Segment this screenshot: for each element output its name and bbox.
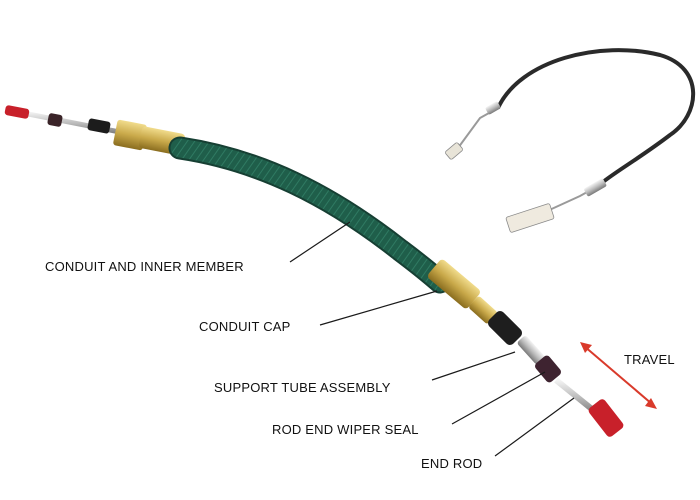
label-rod-end-wiper-seal: ROD END WIPER SEAL xyxy=(272,422,419,437)
left-boot xyxy=(87,118,111,134)
leader-end-rod xyxy=(494,397,575,457)
support-tube xyxy=(517,336,545,364)
travel-arrow xyxy=(580,342,657,409)
support-tube-boot xyxy=(487,310,523,346)
secondary-cable-left-fitting xyxy=(485,101,501,115)
secondary-cable xyxy=(445,48,696,233)
left-wiper-seal xyxy=(47,113,63,127)
label-conduit-and-inner-member: CONDUIT AND INNER MEMBER xyxy=(45,259,244,274)
label-travel: TRAVEL xyxy=(624,352,675,367)
label-support-tube-assembly: SUPPORT TUBE ASSEMBLY xyxy=(214,380,391,395)
wiper-seal-part xyxy=(535,355,561,383)
secondary-cable-left-rod xyxy=(457,107,499,149)
leader-conduit-cap xyxy=(319,290,438,326)
secondary-cable-left-tip xyxy=(445,142,463,160)
label-conduit-cap: CONDUIT CAP xyxy=(199,319,291,334)
secondary-cable-conduit xyxy=(496,48,696,188)
main-cable-right-end xyxy=(428,259,624,437)
left-hex-nut xyxy=(113,119,147,151)
conduit-cap-neck xyxy=(469,296,497,324)
main-cable-left-end xyxy=(4,105,186,156)
leader-conduit-and-inner-member xyxy=(289,221,351,263)
secondary-cable-right-tip xyxy=(505,203,555,233)
secondary-cable-right-fitting xyxy=(584,178,607,197)
leader-support-tube-assembly xyxy=(431,351,516,381)
left-rod-red-tip xyxy=(4,105,30,119)
end-rod-red-tip xyxy=(588,399,624,437)
label-end-rod: END ROD xyxy=(421,456,483,471)
leader-rod-end-wiper-seal xyxy=(451,371,546,425)
green-conduit-braid xyxy=(170,138,450,292)
left-rod xyxy=(17,109,131,137)
conduit-cap-part xyxy=(428,259,480,309)
